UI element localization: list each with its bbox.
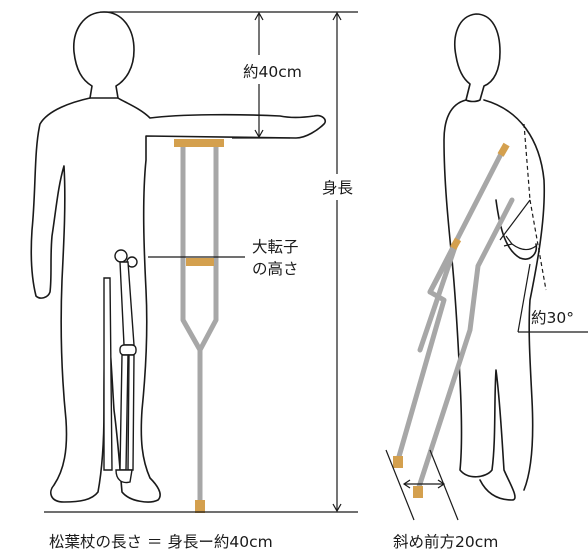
trochanter-label-line2: の高さ: [252, 260, 299, 278]
side-human-figure: [444, 14, 544, 500]
femur-bone: [104, 250, 137, 483]
axilla-pad: [174, 139, 224, 147]
arm-distance-label: 約40cm: [243, 63, 302, 81]
front-crutch: [174, 139, 224, 513]
hand-grip: [186, 258, 214, 266]
side-crutch-pads: [393, 143, 510, 498]
height-label: 身長: [322, 179, 354, 197]
right-caption: 斜め前方20cm: [393, 530, 498, 552]
crutch-tip: [195, 500, 205, 513]
angle-label: 約30°: [531, 309, 574, 327]
trochanter-label-line1: 大転子: [252, 238, 299, 256]
left-caption: 松葉杖の長さ ＝ 身長ー約40cm: [49, 530, 273, 552]
